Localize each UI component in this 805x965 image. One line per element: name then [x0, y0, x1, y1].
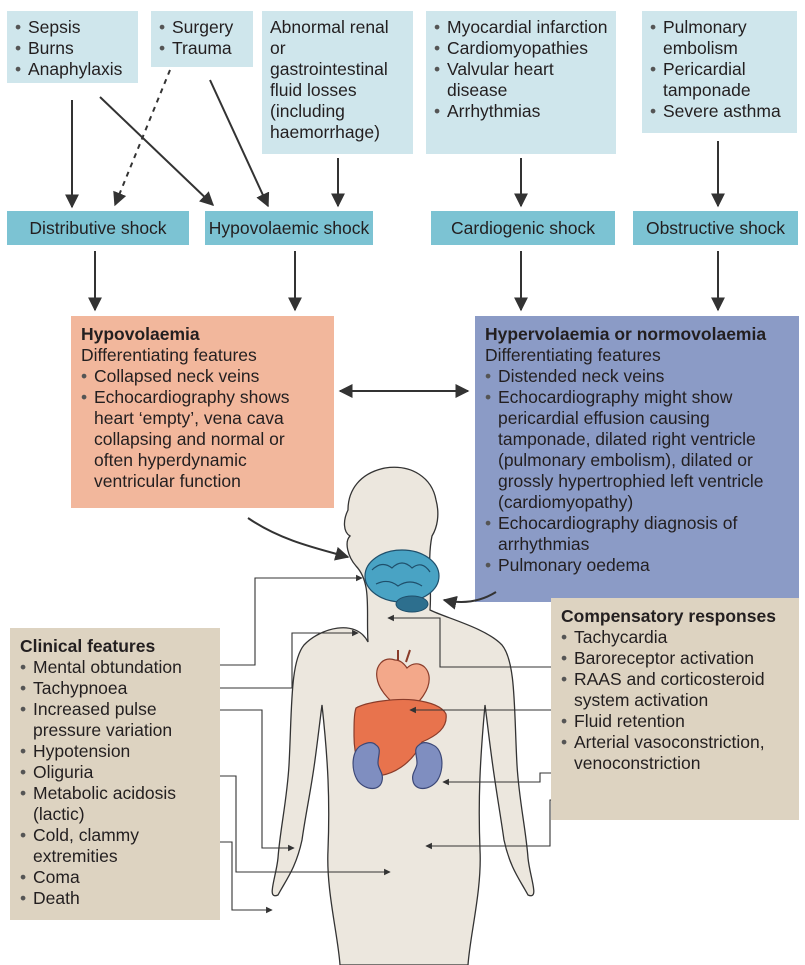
cause-myocardial-infarction: Myocardial infarction [434, 17, 608, 38]
cause-box-cardiac: Myocardial infarction Cardiomyopathies V… [426, 11, 616, 154]
clinical-feature: Cold, clammy extremities [20, 825, 210, 867]
clinical-feature: Increased pulse pressure variation [20, 699, 210, 741]
compensatory-response: Baroreceptor activation [561, 648, 789, 669]
shock-cardiogenic: Cardiogenic shock [431, 211, 615, 245]
hypervolaemia-feature: Pulmonary oedema [485, 555, 789, 576]
compensatory-responses-panel: Compensatory responses Tachycardia Baror… [551, 598, 799, 820]
compensatory-response: Tachycardia [561, 627, 789, 648]
clinical-feature: Tachypnoea [20, 678, 210, 699]
arrow-hypervolaemia-to-body [442, 591, 497, 610]
clinical-features-panel: Clinical features Mental obtundation Tac… [10, 628, 220, 920]
compensatory-response: Fluid retention [561, 711, 789, 732]
cause-box-renal: Abnormal renal or gastrointestinal fluid… [262, 11, 413, 154]
hypervolaemia-feature: Distended neck veins [485, 366, 789, 387]
shock-obstructive: Obstructive shock [633, 211, 798, 245]
cause-surgery: Surgery [159, 17, 245, 38]
cause-box-obstructive: Pulmonary embolism Pericardial tamponade… [642, 11, 797, 133]
arrow-hypovolaemia-to-body [247, 517, 350, 561]
hypovolaemia-subtitle: Differentiating features [81, 345, 257, 365]
flow-arrows [65, 69, 725, 610]
hypovolaemia-feature: Echocardiography shows heart ‘empty’, ve… [81, 387, 324, 492]
clinical-feature: Metabolic acidosis (lactic) [20, 783, 210, 825]
cause-severe-asthma: Severe asthma [650, 101, 789, 122]
clinical-feature: Coma [20, 867, 210, 888]
shock-hypovolaemic: Hypovolaemic shock [205, 211, 373, 245]
clinical-feature: Oliguria [20, 762, 210, 783]
compensatory-response: RAAS and corticosteroid system activatio… [561, 669, 789, 711]
hypovolaemia-box: Hypovolaemia Differentiating features Co… [71, 316, 334, 508]
brain-icon [364, 549, 440, 613]
compensatory-responses-title: Compensatory responses [561, 606, 776, 626]
hypervolaemia-subtitle: Differentiating features [485, 345, 661, 365]
cause-cardiomyopathies: Cardiomyopathies [434, 38, 608, 59]
clinical-feature: Mental obtundation [20, 657, 210, 678]
cause-arrhythmias: Arrhythmias [434, 101, 608, 122]
arrow-surgery-to-distributive [113, 69, 171, 207]
cause-anaphylaxis: Anaphylaxis [15, 59, 130, 80]
cause-sepsis: Sepsis [15, 17, 130, 38]
clinical-features-title: Clinical features [20, 636, 156, 656]
compensatory-response: Arterial vasoconstriction, venoconstrict… [561, 732, 789, 774]
shock-distributive: Distributive shock [7, 211, 189, 245]
hypervolaemia-title: Hypervolaemia or normovolaemia [485, 324, 767, 344]
hypervolaemia-feature: Echocardiography diagnosis of arrhythmia… [485, 513, 789, 555]
hypervolaemia-box: Hypervolaemia or normovolaemia Different… [475, 316, 799, 602]
cause-trauma: Trauma [159, 38, 245, 59]
arrow-anaphylaxis-to-hypovolaemic [99, 96, 215, 206]
kidney-right-icon [411, 742, 443, 790]
hypovolaemia-feature: Collapsed neck veins [81, 366, 324, 387]
cause-pericardial-tamponade: Pericardial tamponade [650, 59, 789, 101]
hypervolaemia-feature: Echocardiography might show pericardial … [485, 387, 789, 513]
cause-pulmonary-embolism: Pulmonary embolism [650, 17, 789, 59]
cause-box-distributive: Sepsis Burns Anaphylaxis [7, 11, 138, 83]
cause-box-surgery: Surgery Trauma [151, 11, 253, 67]
cause-valvular-disease: Valvular heart disease [434, 59, 608, 101]
clinical-feature: Death [20, 888, 210, 909]
cause-renal-losses: Abnormal renal or gastrointestinal fluid… [270, 17, 389, 142]
arrow-trauma-to-hypovolaemic [209, 79, 270, 208]
cause-burns: Burns [15, 38, 130, 59]
clinical-feature: Hypotension [20, 741, 210, 762]
human-body-figure [271, 466, 535, 965]
hypovolaemia-title: Hypovolaemia [81, 324, 200, 344]
kidney-left-icon [352, 742, 384, 790]
